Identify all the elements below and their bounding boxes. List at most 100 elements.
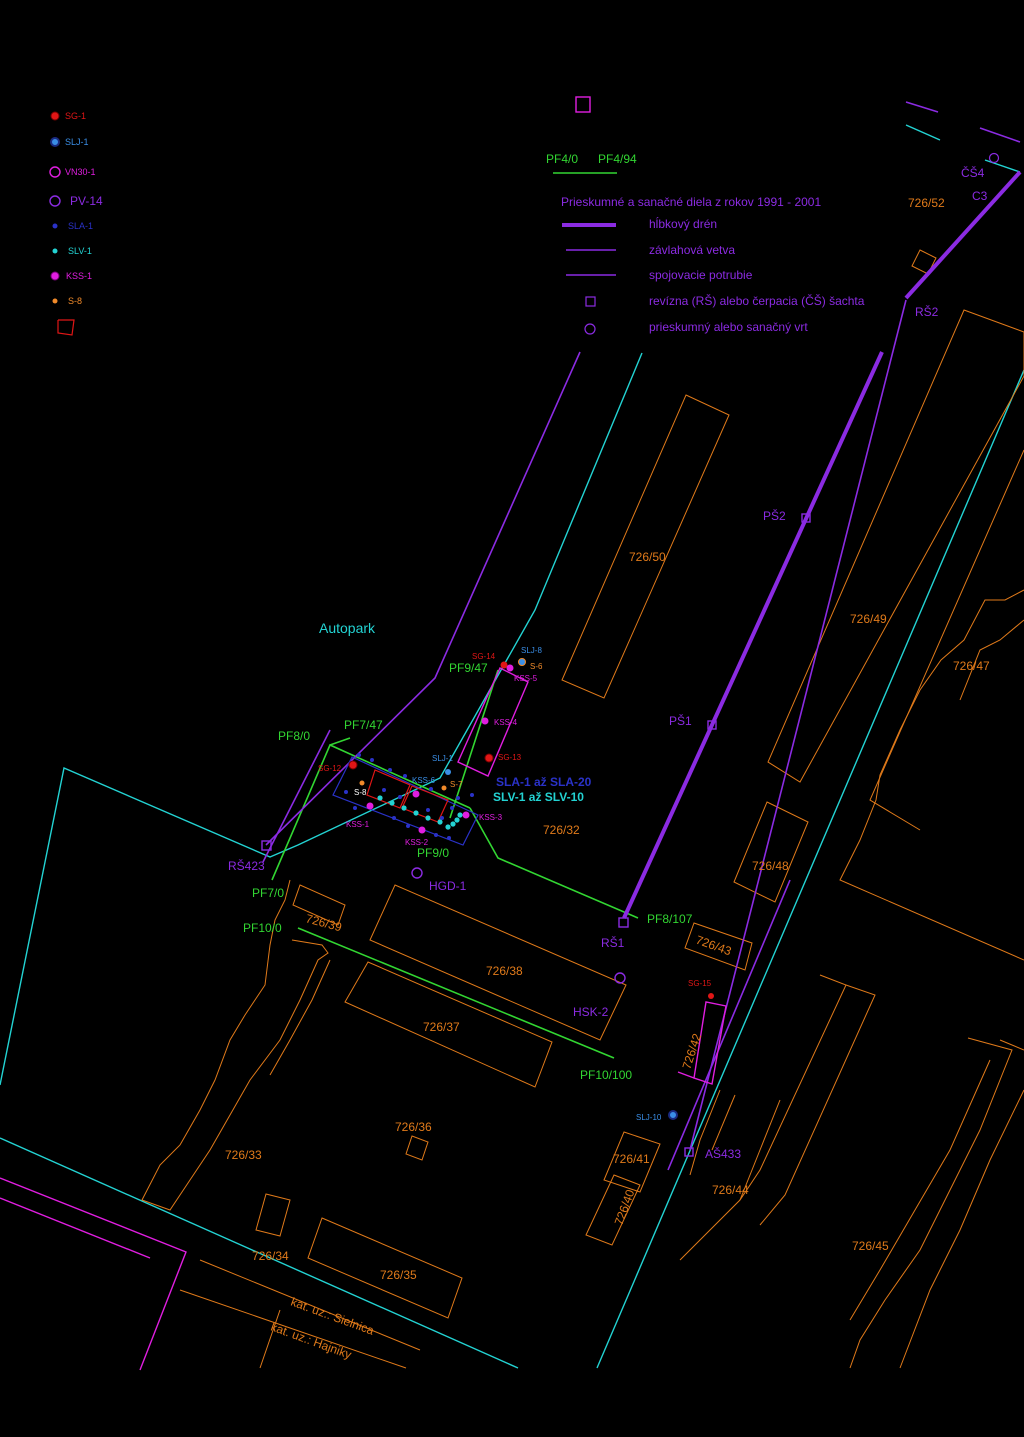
sg14-label: SG-14: [472, 652, 496, 661]
wells: [49, 111, 1000, 1120]
pf8-107-label: PF8/107: [647, 912, 693, 926]
rs2-label: RŠ2: [915, 304, 939, 319]
pf10-0-label: PF10/0: [243, 921, 282, 935]
slv-range-label: SLV-1 až SLV-10: [493, 790, 584, 804]
sg12-label: SG-12: [318, 764, 342, 773]
slv-wells: [377, 795, 463, 830]
parcel-726-43: 726/43: [694, 933, 734, 959]
kss5-label: KSS-5: [514, 674, 538, 683]
kss4-label: KSS-4: [494, 718, 518, 727]
well-kss6: [412, 790, 420, 798]
well-kss5: [506, 664, 514, 672]
parcel-726-40: 726/40: [612, 1187, 638, 1227]
parcel-726-52: 726/52: [908, 196, 945, 210]
symbol-legend: SG-1 SLJ-1 VN30-1 PV-14 SLA-1 SLV-1 KSS-…: [65, 111, 103, 306]
profile-legend-start: PF4/0: [546, 152, 578, 166]
legend-s-symbol: [52, 298, 58, 304]
legend-sg-label: SG-1: [65, 111, 86, 121]
well-kss4: [481, 717, 489, 725]
parcel-726-38: 726/38: [486, 964, 523, 978]
ps1-label: PŠ1: [669, 713, 692, 728]
parcel-outlines: [141, 249, 1024, 1369]
well-hsk2: [614, 972, 626, 984]
kss6-label: KSS-6: [412, 776, 436, 785]
slj8-label: SLJ-8: [521, 646, 542, 655]
ps2-label: PŠ2: [763, 508, 786, 523]
profile-lines: [271, 172, 639, 1059]
cadastral-boundary: [0, 1177, 187, 1371]
well-slj10: [668, 1110, 678, 1120]
well-sg15: [708, 993, 714, 999]
well-sg12: [348, 760, 358, 770]
map-labels: Autopark ČŠ4 C3 RŠ2 PŠ2 PŠ1 RŠ1 RŠ423 AŠ…: [228, 165, 988, 1161]
parcel-726-36: 726/36: [395, 1120, 432, 1134]
s6-label: S-6: [530, 662, 543, 671]
well-kss2: [418, 826, 426, 834]
hsk2-label: HSK-2: [573, 1005, 609, 1019]
legend-connecting-label: spojovacie potrubie: [649, 268, 753, 282]
parcel-726-41: 726/41: [613, 1152, 650, 1166]
legend-slj-symbol: [50, 137, 60, 147]
pf7-0-label: PF7/0: [252, 886, 284, 900]
pf9-47-label: PF9/47: [449, 661, 488, 675]
legend-shaft-label: revízna (RŠ) alebo čerpacia (ČŠ) šachta: [649, 293, 865, 308]
parcel-726-48: 726/48: [752, 859, 789, 873]
pf10-100-label: PF10/100: [580, 1068, 632, 1082]
legend-red-square: [57, 319, 75, 336]
well-s7: [441, 785, 447, 791]
well-labels: SG-14 SLJ-8 S-6 KSS-5 KSS-4 SG-13 SG-12 …: [318, 646, 712, 1122]
well-cs4: [988, 152, 1000, 164]
legend-slv-symbol: [52, 248, 58, 254]
well-sg13: [484, 753, 494, 763]
site-boxes: [57, 319, 727, 1085]
legend-well-circle: [584, 323, 596, 335]
parcel-726-39: 726/39: [304, 911, 343, 934]
shaft-ps2: [801, 513, 811, 523]
legend-vn-label: VN30-1: [65, 167, 96, 177]
profile-labels: PF9/47 PF7/47 PF8/0 PF9/0 PF7/0 PF10/0 P…: [243, 661, 693, 1082]
well-sg14: [500, 661, 508, 669]
legend-irrigation-label: závlahová vetva: [649, 243, 735, 257]
well-kss3: [462, 811, 470, 819]
c3-label: C3: [972, 189, 988, 203]
legend-well-label: prieskumný alebo sanačný vrt: [649, 320, 808, 334]
legend-s-label: S-8: [68, 296, 82, 306]
legend-slv-label: SLV-1: [68, 246, 92, 256]
shaft-as433: [684, 1147, 694, 1157]
kss1-label: KSS-1: [346, 820, 370, 829]
legend-kss-label: KSS-1: [66, 271, 92, 281]
works-legend: PF4/0 PF4/94 Prieskumné a sanačné diela …: [546, 152, 865, 334]
shaft-rs1: [618, 917, 629, 928]
well-s8: [359, 780, 365, 786]
s7-label: S-7: [450, 780, 463, 789]
legend-sla-label: SLA-1: [68, 221, 93, 231]
parcel-726-42: 726/42: [680, 1031, 705, 1071]
kss3-label: KSS-3: [479, 813, 503, 822]
parcel-726-34: 726/34: [252, 1249, 289, 1263]
well-kss1: [366, 802, 374, 810]
sla-range-label: SLA-1 až SLA-20: [496, 775, 592, 789]
sla-wells: [344, 753, 474, 840]
legend-sla-symbol: [52, 223, 58, 229]
parcel-726-44: 726/44: [712, 1183, 749, 1197]
profile-legend-end: PF4/94: [598, 152, 637, 166]
parcel-726-37: 726/37: [423, 1020, 460, 1034]
pf8-0-label: PF8/0: [278, 729, 310, 743]
works-legend-title: Prieskumné a sanačné diela z rokov 1991 …: [561, 195, 821, 209]
legend-sg-symbol: [50, 111, 60, 121]
parcel-726-35: 726/35: [380, 1268, 417, 1282]
hgd1-label: HGD-1: [429, 879, 467, 893]
shafts: [261, 96, 811, 1157]
legend-pv-symbol: [49, 195, 61, 207]
parcel-726-47: 726/47: [953, 659, 990, 673]
legend-pv-label: PV-14: [70, 194, 103, 208]
cs4-label: ČŠ4: [961, 165, 985, 180]
parcel-726-45: 726/45: [852, 1239, 889, 1253]
rs423-label: RŠ423: [228, 858, 265, 873]
legend-slj-label: SLJ-1: [65, 137, 89, 147]
drain-lines: [262, 101, 1022, 1171]
slj10-label: SLJ-10: [636, 1113, 662, 1122]
parcel-labels: 726/52 726/50 726/49 726/47 726/32 726/4…: [225, 196, 990, 1282]
legend-shaft-square: [585, 296, 596, 307]
